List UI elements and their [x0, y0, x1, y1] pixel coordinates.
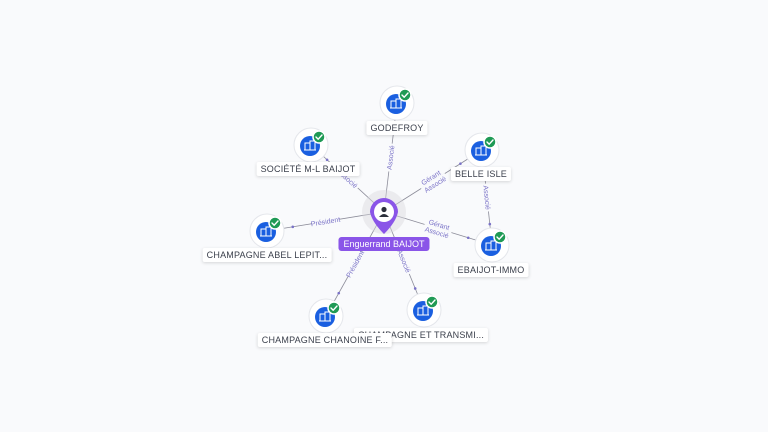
verified-check-icon [312, 130, 326, 144]
edge-label: Président [311, 217, 341, 229]
company-label-ebaijot-immo[interactable]: EBAIJOT-IMMO [453, 263, 529, 277]
center-person-node[interactable] [362, 190, 406, 234]
company-node-champagne-chanoine[interactable] [308, 298, 344, 334]
company-label-godefroy[interactable]: GODEFROY [366, 121, 428, 135]
edge-label: Associé [481, 185, 491, 210]
edge-label-bg [420, 173, 449, 195]
center-person-label[interactable]: Enguerrand BAIJOT [338, 237, 430, 251]
edge-arrow-icon [459, 162, 462, 165]
edge-arrow-icon [466, 236, 470, 240]
company-label-champagne-abel-lepit[interactable]: CHAMPAGNE ABEL LEPIT... [202, 248, 332, 262]
edge-arrow-icon [488, 222, 492, 226]
verified-check-icon [493, 230, 507, 244]
building-icon [417, 305, 429, 316]
edge-label-bg [482, 183, 493, 212]
company-node-godefroy[interactable] [379, 85, 415, 121]
edge-arrow-icon [413, 287, 417, 290]
edge-label-bg [384, 143, 396, 172]
edge-label: Associé [387, 145, 397, 170]
company-node-ebaijot-immo[interactable] [474, 227, 510, 263]
edge-arrow-icon [337, 291, 341, 295]
edge-arrow-icon [325, 158, 329, 162]
company-node-societe-ml-baijot[interactable] [293, 127, 329, 163]
company-label-societe-ml-baijot[interactable]: SOCIÉTÉ M-L BAIJOT [256, 162, 360, 176]
edge-label-bg [416, 166, 445, 189]
company-node-champagne-abel-lepit[interactable] [249, 213, 285, 249]
verified-check-icon [268, 216, 282, 230]
verified-check-icon [425, 295, 439, 309]
company-node-belle-isle[interactable] [464, 132, 500, 168]
building-icon [304, 140, 316, 151]
building-icon [390, 98, 402, 109]
company-node-champagne-et-transmi[interactable] [406, 292, 442, 328]
nodes-layer [249, 85, 510, 334]
edge-label-bg [395, 246, 414, 276]
building-icon [319, 311, 331, 322]
verified-check-icon [398, 88, 412, 102]
building-icon [475, 145, 487, 156]
edge-label-bg [424, 216, 454, 233]
building-icon [485, 240, 497, 251]
company-label-champagne-chanoine[interactable]: CHAMPAGNE CHANOINE F... [257, 333, 393, 347]
verified-check-icon [483, 135, 497, 149]
edge-label-bg [310, 214, 340, 228]
person-icon [379, 206, 389, 217]
edge-label-bg [344, 249, 365, 278]
building-icon [260, 226, 272, 237]
edge-center-champagne-abel-lepit: Président [266, 211, 385, 232]
company-label-belle-isle[interactable]: BELLE ISLE [450, 167, 512, 181]
edge-arrow-icon [291, 225, 295, 229]
verified-check-icon [327, 301, 341, 315]
edge-label-bg [422, 223, 452, 240]
